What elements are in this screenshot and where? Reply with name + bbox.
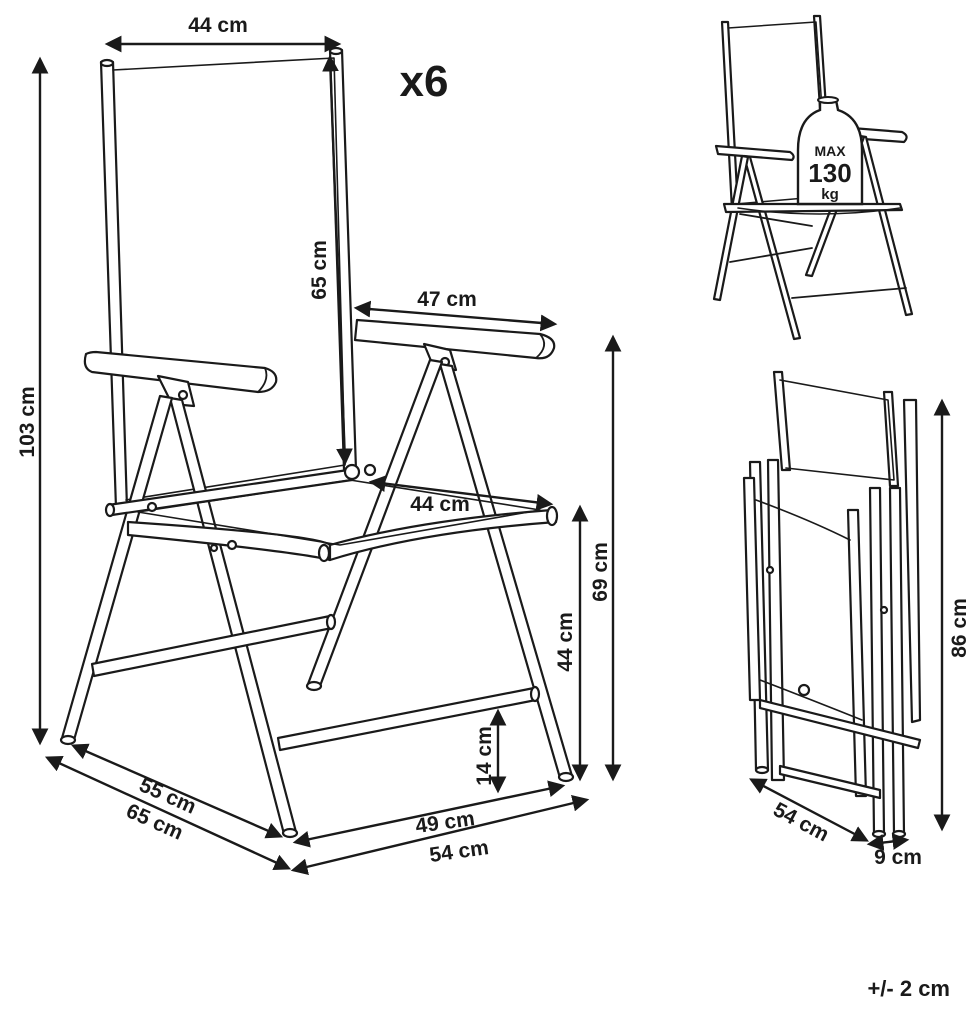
folded-dimension-lines [749,398,951,851]
max-load-chair-illustration [712,14,914,341]
label-folded-thickness: 9 cm [874,846,922,869]
label-seat-width: 44 cm [410,493,470,516]
dim-line-total-width [290,794,590,876]
label-armrest-height: 69 cm [589,542,612,602]
label-base-width: 49 cm [414,807,476,838]
max-load-line2: 130 [808,158,851,188]
label-total-height: 103 cm [16,386,39,457]
label-seat-height: 44 cm [554,612,577,672]
max-load-line1: MAX [814,143,846,159]
label-folded-height: 86 cm [948,598,971,658]
label-backrest-height: 65 cm [308,240,331,300]
dim-line-total-depth [44,755,292,871]
weight-icon [796,98,864,206]
max-load-line3: kg [821,186,839,203]
dim-line-seat-width [368,475,554,511]
quantity-label: x6 [400,57,449,106]
tolerance-note: +/- 2 cm [867,976,950,1001]
dimension-lines [31,35,622,876]
folded-chair-illustration [742,370,922,839]
label-total-width: 54 cm [428,836,490,867]
dim-line-armrest-length [353,300,558,332]
label-footrest-height: 14 cm [473,726,496,786]
dim-line-folded-thickness [866,833,910,851]
dim-line-folded-width [749,778,869,842]
label-top-width: 44 cm [188,14,248,37]
main-chair-illustration [59,46,575,839]
label-armrest-length: 47 cm [417,288,477,311]
dim-line-backrest-height [322,54,353,466]
